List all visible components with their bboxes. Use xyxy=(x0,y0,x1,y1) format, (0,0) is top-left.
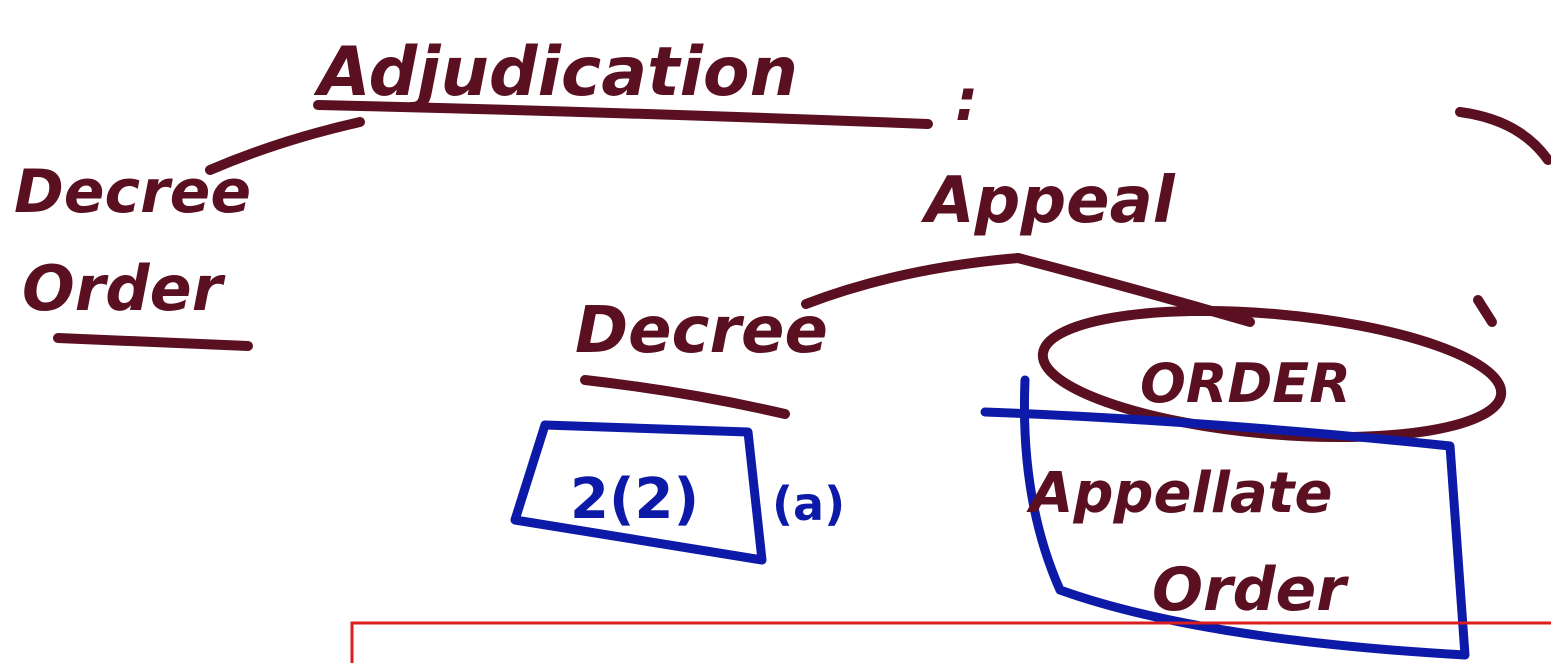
root-underline xyxy=(313,100,933,129)
left-order-label: Order xyxy=(22,252,226,325)
section-ref-label: 2(2) xyxy=(570,467,699,532)
appeal-decree-underline xyxy=(580,375,790,419)
appellate-label: Appellate xyxy=(1026,461,1332,526)
red-frame xyxy=(350,621,1551,663)
appellate-order-label: Order xyxy=(1152,555,1349,625)
top-right-stroke xyxy=(1455,107,1551,165)
appeal-label: Appeal xyxy=(920,164,1176,238)
appeal-order-label: ORDER xyxy=(1140,352,1351,415)
section-sub-label: (a) xyxy=(772,477,845,531)
branch-appeal-left xyxy=(801,253,1023,309)
appellate-box xyxy=(980,375,1470,660)
left-order-underline xyxy=(53,333,253,351)
left-decree-label: Decree xyxy=(14,157,251,227)
order-tick xyxy=(1473,295,1497,327)
order-circle xyxy=(1037,305,1507,443)
root-title: Adjudication xyxy=(313,33,798,112)
section-box xyxy=(510,420,767,565)
branch-left xyxy=(205,117,365,175)
appeal-decree-label: Decree xyxy=(575,294,828,368)
root-colon: : xyxy=(955,66,978,134)
